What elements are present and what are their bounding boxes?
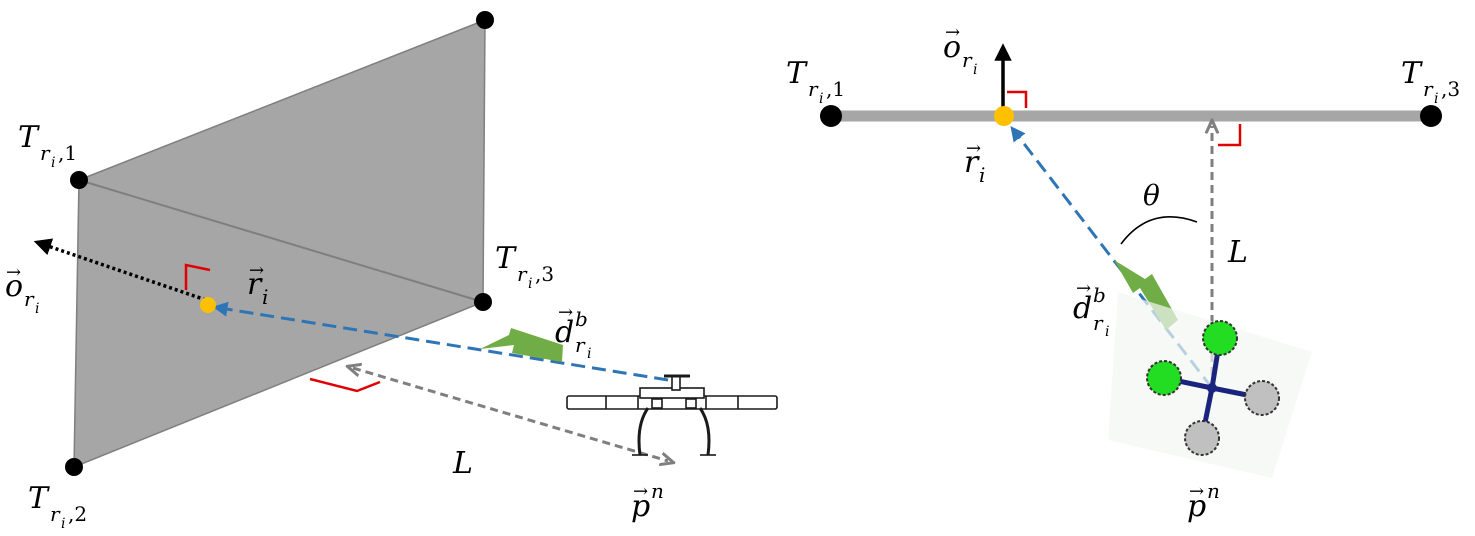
svg-text:d: d bbox=[555, 315, 574, 350]
label-L-right: L bbox=[1227, 235, 1248, 270]
triangle-plane bbox=[73, 18, 486, 469]
svg-text:T: T bbox=[28, 481, 50, 516]
triangle-diagonal-edge bbox=[78, 179, 484, 303]
label-d-right: → d b r i bbox=[1073, 278, 1109, 340]
svg-text:r: r bbox=[517, 262, 528, 286]
svg-text:r: r bbox=[40, 141, 51, 165]
left-view: T r i ,1 T r i ,3 T r i ,2 → o r i → r i bbox=[5, 11, 778, 532]
right-angle-marker-L bbox=[309, 377, 381, 393]
svg-text:→: → bbox=[633, 481, 648, 502]
svg-text:i: i bbox=[61, 516, 65, 532]
svg-text:r: r bbox=[50, 502, 61, 526]
svg-text:d: d bbox=[1073, 291, 1092, 326]
label-o-right: → o r i bbox=[943, 22, 977, 78]
svg-text:o: o bbox=[5, 269, 23, 304]
svg-text:→: → bbox=[1076, 278, 1091, 299]
label-L-left: L bbox=[452, 446, 473, 481]
svg-text:i: i bbox=[973, 62, 977, 78]
right-angle-marker-o bbox=[1007, 90, 1028, 108]
svg-text:→: → bbox=[6, 262, 21, 283]
vertex-t2 bbox=[65, 458, 83, 476]
direction-arrow-d-left bbox=[480, 328, 563, 362]
svg-text:T: T bbox=[18, 120, 40, 155]
vertex-t1-right bbox=[820, 105, 842, 127]
svg-text:r: r bbox=[962, 48, 973, 72]
svg-text:,1: ,1 bbox=[826, 77, 845, 101]
label-r-left: → r i bbox=[247, 260, 268, 309]
distance-L-left bbox=[353, 368, 668, 461]
svg-text:,2: ,2 bbox=[68, 502, 87, 526]
svg-text:,3: ,3 bbox=[535, 262, 554, 286]
vertex-t3-right bbox=[1420, 105, 1442, 127]
label-theta: θ bbox=[1143, 179, 1160, 212]
point-r-right bbox=[994, 106, 1014, 126]
drone-side-view bbox=[566, 374, 778, 456]
svg-text:→: → bbox=[966, 138, 981, 159]
angle-arc-theta bbox=[1120, 216, 1198, 245]
svg-text:i: i bbox=[819, 91, 823, 107]
vertex-t1 bbox=[70, 171, 88, 189]
svg-text:i: i bbox=[1434, 91, 1438, 107]
svg-text:b: b bbox=[1093, 283, 1106, 307]
svg-text:n: n bbox=[1207, 479, 1220, 503]
vertex-t3 bbox=[474, 293, 492, 311]
label-r-right: → r i bbox=[964, 138, 985, 187]
svg-text:i: i bbox=[1105, 324, 1109, 340]
svg-text:i: i bbox=[51, 155, 55, 171]
label-p-left: → p n bbox=[631, 479, 664, 524]
svg-text:i: i bbox=[528, 276, 532, 292]
svg-text:p: p bbox=[1187, 489, 1206, 524]
label-t1-left: T r i ,1 bbox=[18, 120, 77, 171]
svg-text:i: i bbox=[979, 163, 985, 187]
right-view: → o r i T r i ,1 T r i ,3 → r i θ L → d … bbox=[786, 22, 1460, 524]
svg-text:r: r bbox=[808, 77, 819, 101]
svg-text:r: r bbox=[575, 333, 586, 357]
label-p-right: → p n bbox=[1187, 479, 1220, 524]
point-r-left bbox=[200, 297, 216, 313]
svg-text:T: T bbox=[786, 56, 808, 91]
svg-text:i: i bbox=[35, 301, 39, 317]
svg-text:b: b bbox=[575, 307, 588, 331]
svg-text:r: r bbox=[1093, 311, 1104, 335]
svg-text:,3: ,3 bbox=[1441, 77, 1460, 101]
svg-text:→: → bbox=[249, 260, 264, 281]
vertex-top-right bbox=[476, 11, 494, 29]
svg-text:T: T bbox=[1401, 56, 1423, 91]
label-t3-right: T r i ,3 bbox=[1401, 56, 1460, 107]
svg-text:i: i bbox=[587, 346, 591, 362]
drone-top-view bbox=[1108, 292, 1312, 478]
svg-text:T: T bbox=[495, 241, 517, 276]
label-t3-left: T r i ,3 bbox=[495, 241, 554, 292]
svg-text:o: o bbox=[943, 30, 961, 65]
label-d-left: → d b r i bbox=[555, 302, 591, 362]
svg-text:→: → bbox=[1189, 481, 1204, 502]
right-angle-marker-normal bbox=[184, 263, 211, 290]
right-angle-marker-L-right bbox=[1218, 124, 1242, 147]
svg-text:,1: ,1 bbox=[58, 141, 77, 165]
svg-text:n: n bbox=[651, 479, 664, 503]
label-t1-right: T r i ,1 bbox=[786, 56, 845, 107]
label-o-left: → o r i bbox=[5, 262, 39, 317]
svg-text:→: → bbox=[558, 302, 573, 323]
svg-text:r: r bbox=[964, 145, 980, 180]
normal-vector-o bbox=[33, 238, 207, 302]
svg-text:→: → bbox=[945, 22, 960, 43]
svg-text:i: i bbox=[262, 285, 268, 309]
svg-text:r: r bbox=[24, 287, 35, 311]
label-t2-left: T r i ,2 bbox=[28, 481, 87, 532]
svg-text:r: r bbox=[1423, 77, 1434, 101]
svg-text:p: p bbox=[631, 489, 650, 524]
svg-text:r: r bbox=[247, 267, 263, 302]
